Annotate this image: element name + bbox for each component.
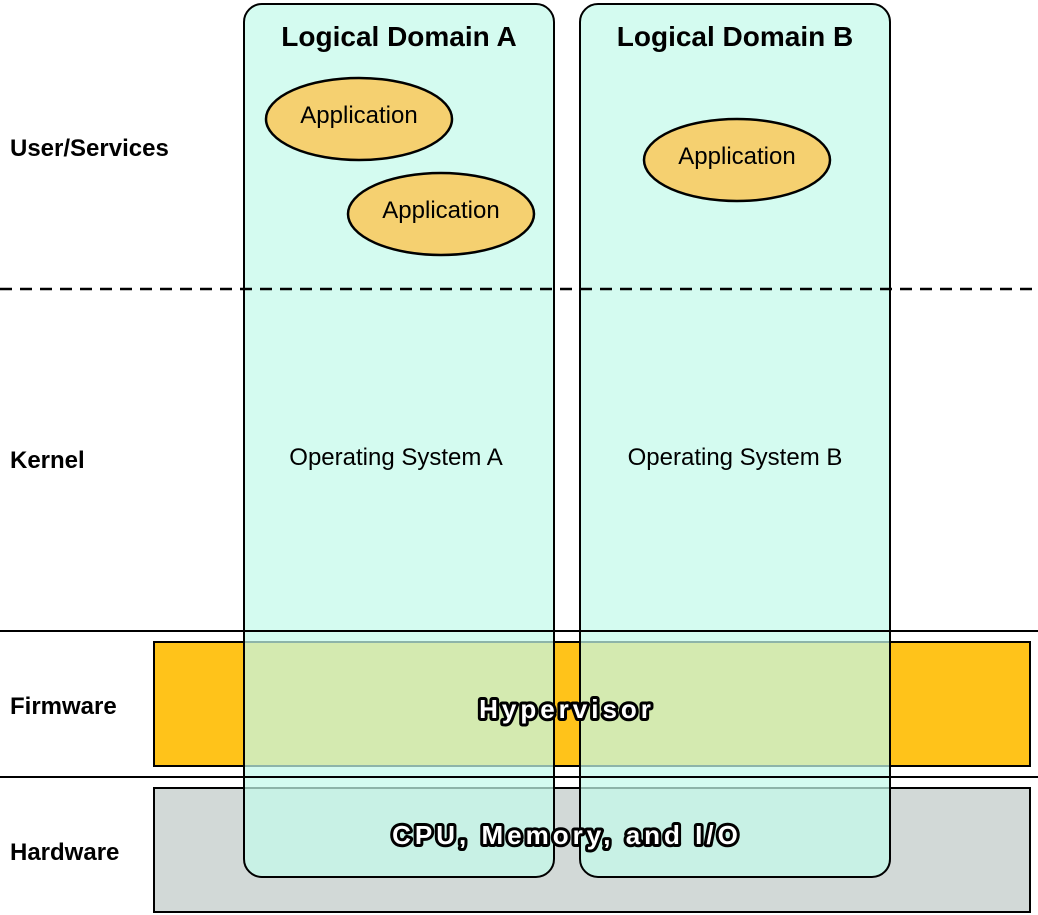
- operating-system-a-label: Operating System A: [289, 444, 502, 471]
- layer-label-firmware: Firmware: [10, 693, 117, 720]
- application-b1-ellipse: [642, 117, 832, 203]
- layer-label-hardware: Hardware: [10, 839, 119, 866]
- application-a1-label: Application: [300, 102, 417, 129]
- logical-domain-b-title: Logical Domain B: [617, 21, 853, 52]
- application-a2-ellipse: [346, 171, 536, 257]
- application-a2-label: Application: [382, 197, 499, 224]
- logical-domain-a-title: Logical Domain A: [281, 21, 516, 52]
- application-b1-label: Application: [678, 143, 795, 170]
- hypervisor-label: Hypervisor: [479, 694, 655, 724]
- hardware-resources-label: CPU, Memory, and I/O: [392, 820, 742, 850]
- logical-domain-b-box: [579, 3, 891, 878]
- layer-label-user-services: User/Services: [10, 135, 169, 162]
- application-a1-ellipse: [264, 76, 454, 162]
- layer-label-kernel: Kernel: [10, 447, 85, 474]
- operating-system-b-label: Operating System B: [628, 444, 843, 471]
